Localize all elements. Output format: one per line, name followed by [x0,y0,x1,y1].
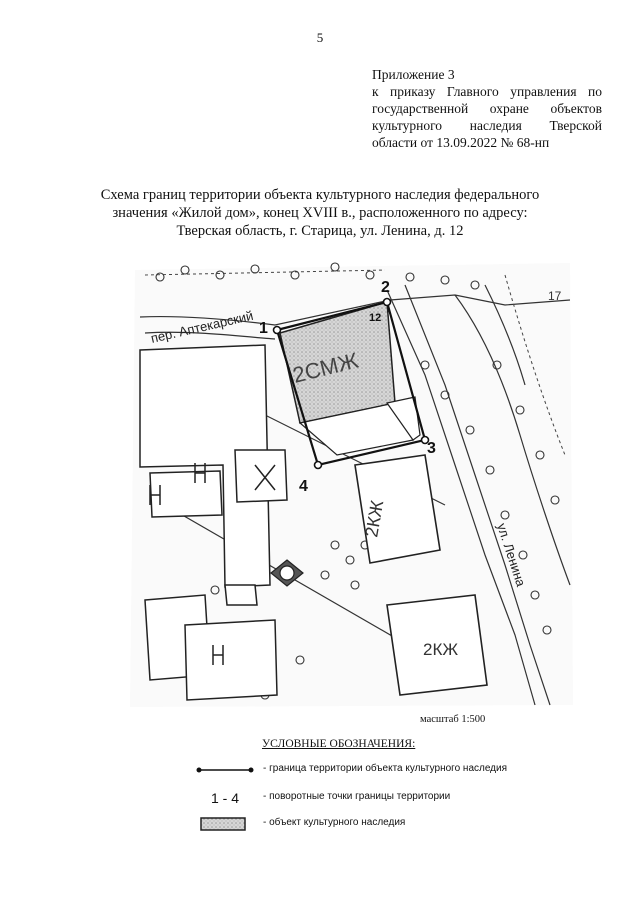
point-label-1: 1 [259,320,268,337]
building-porch [385,396,421,441]
appendix-line: к приказу Главного управления по [372,84,602,99]
map-scale: масштаб 1:500 [420,714,486,725]
legend-item-heritage: - объект культурного наследия [195,814,595,834]
title-line: Тверская область, г. Старица, ул. Ленина… [176,223,464,239]
building-marks [149,463,276,665]
appendix-line: области от 13.09.2022 № 68-нп [372,135,550,150]
boundary-points [272,297,430,470]
boundary-map: пер. Аптекарский ул. Ленина 12 17 2СМЖ 2… [130,262,573,707]
legend-item-points: 1 - 4 - поворотные точки границы террито… [195,788,595,808]
page-number: 5 [316,30,324,45]
building-lowest [386,594,488,696]
boundary-point-3 [420,435,430,445]
point-label-3: 3 [427,440,436,457]
building-lower [354,454,441,564]
building-lowest-label: 2КЖ [423,640,458,659]
legend-item-boundary: - граница территории объекта культурного… [195,760,595,780]
title-line: значения «Жилой дом», конец XVIII в., ра… [112,205,528,221]
legend-text: - поворотные точки границы территории [263,791,451,802]
appendix-line: государственной охране объектов [372,101,602,116]
point-label-4: 4 [299,478,308,495]
house-number-label: 12 [369,312,381,324]
appendix-note: Приложение 3 к приказу Главного управлен… [372,66,602,151]
boundary-point-4 [313,460,323,470]
points-symbol: 1 - 4 [210,790,239,806]
boundary-point-1 [272,325,282,335]
appendix-line: Приложение 3 [372,67,455,82]
boundary-line-icon [196,767,254,773]
house-number-far-label: 17 [548,289,562,303]
title-line: Схема границ территории объекта культурн… [100,187,540,203]
boundary-point-2 [382,297,392,307]
legend-text: - граница территории объекта культурного… [263,763,508,774]
neighbor-buildings [139,344,288,701]
point-label-2: 2 [381,279,390,296]
document-title: Схема границ территории объекта культурн… [60,186,580,240]
legend-text: - объект культурного наследия [263,817,406,828]
heritage-object-icon [200,817,246,831]
monument-icon [270,559,304,587]
legend-title: УСЛОВНЫЕ ОБОЗНАЧЕНИЯ: [262,738,416,750]
appendix-line: культурного наследия Тверской [372,118,602,133]
